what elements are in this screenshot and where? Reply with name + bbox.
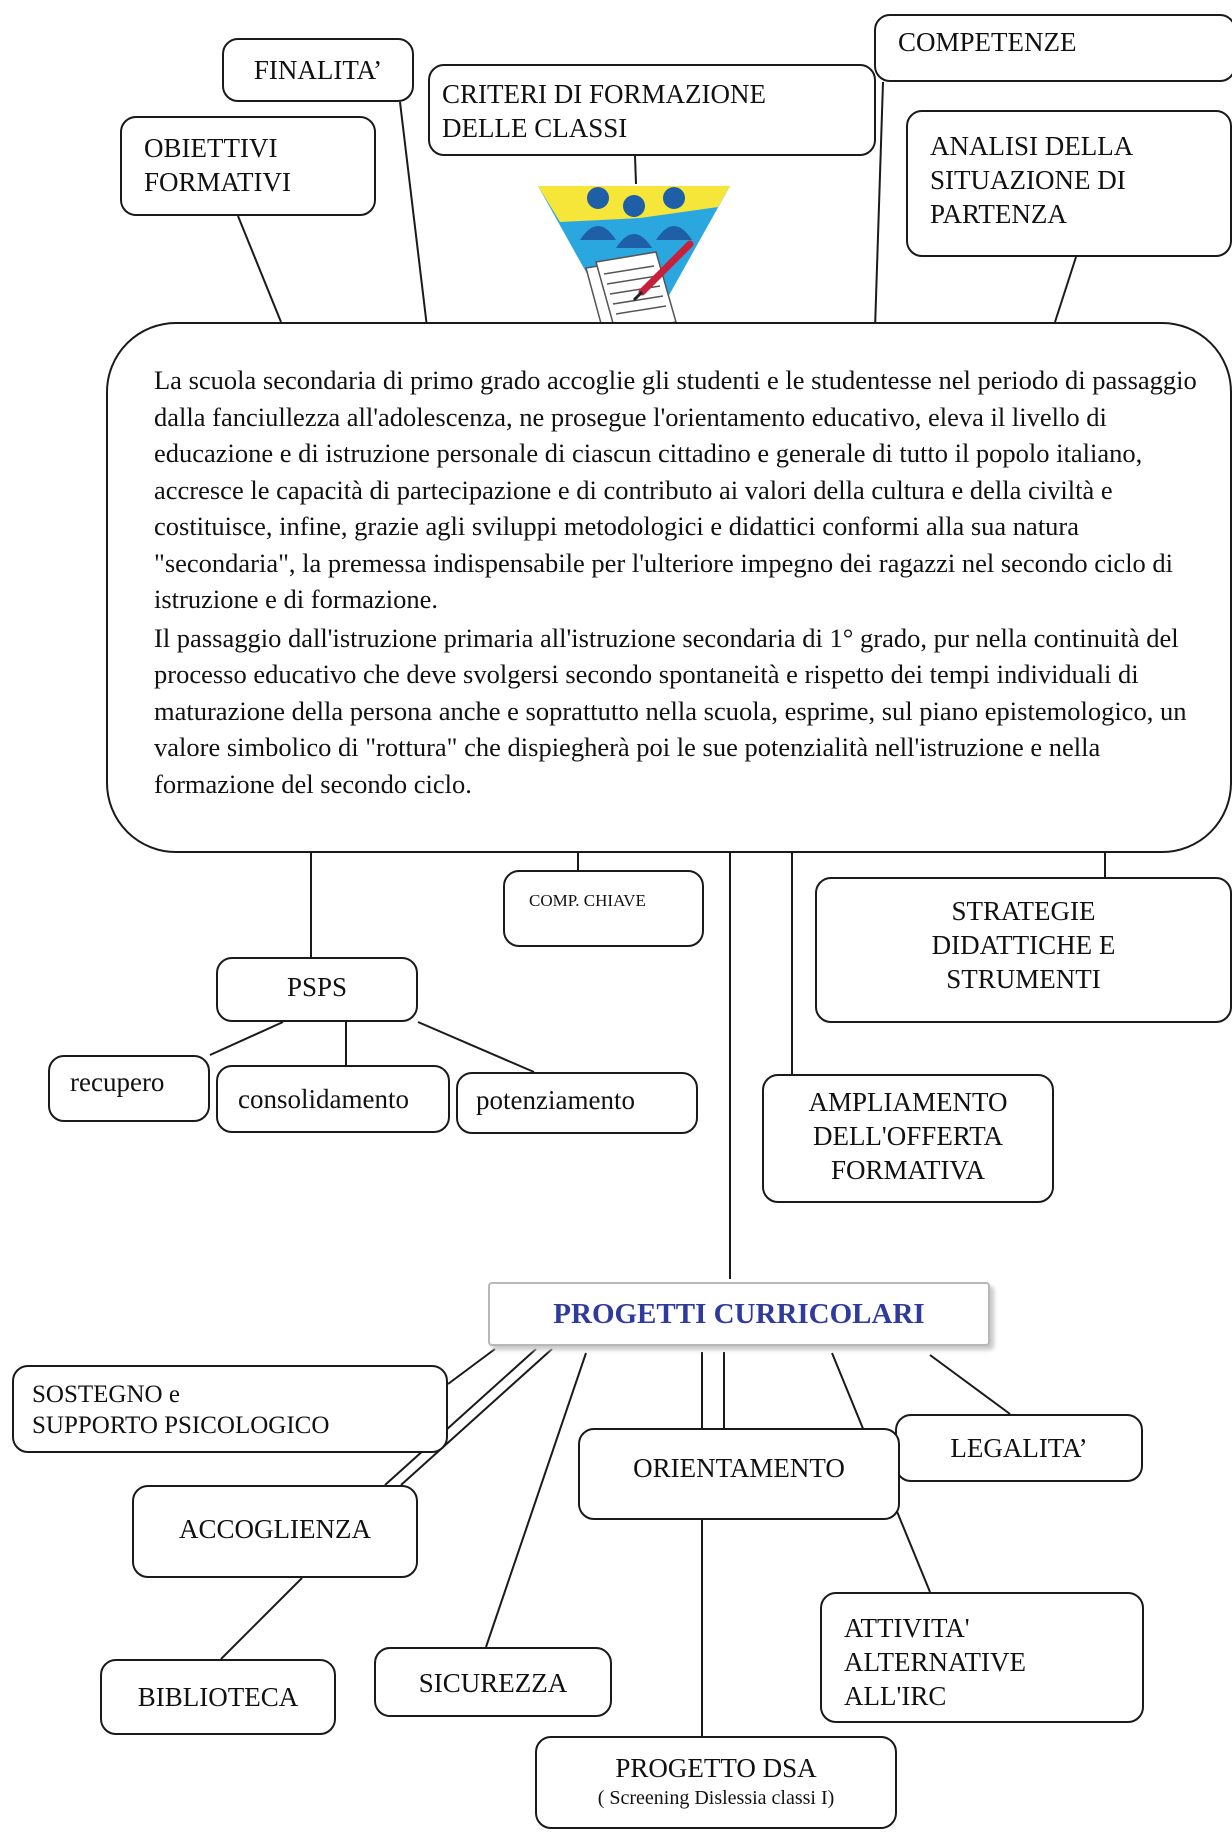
node-ampliamento-line1: AMPLIAMENTO	[808, 1087, 1008, 1117]
connector-accoglienza-a	[384, 1348, 537, 1486]
connector-sostegno	[447, 1348, 496, 1385]
node-consolidamento: consolidamento	[216, 1065, 450, 1133]
node-competenze: COMPETENZE	[874, 14, 1232, 82]
node-legalita-label: LEGALITA’	[950, 1433, 1088, 1463]
central-paragraph-1: La scuola secondaria di primo grado acco…	[154, 365, 1197, 614]
connector-sicurezza	[485, 1352, 587, 1648]
node-dsa-line2: ( Screening Dislessia classi I)	[597, 1786, 835, 1809]
node-comp-chiave: COMP. CHIAVE	[503, 870, 704, 947]
node-psps: PSPS	[216, 957, 418, 1022]
node-criteri: CRITERI DI FORMAZIONE DELLE CLASSI	[428, 64, 876, 156]
node-obiettivi-line2: FORMATIVI	[144, 166, 292, 197]
node-analisi-line2: SITUAZIONE DI	[930, 164, 1126, 195]
node-potenziamento: potenziamento	[456, 1072, 698, 1134]
central-paragraph-2: Il passaggio dall'istruzione primaria al…	[154, 622, 1187, 799]
node-attivita-alternative: ATTIVITA' ALTERNATIVE ALL'IRC	[820, 1592, 1144, 1723]
node-finalita: FINALITA’	[222, 38, 414, 102]
node-sicurezza-label: SICUREZZA	[418, 1668, 568, 1698]
node-sicurezza: SICUREZZA	[374, 1647, 612, 1717]
node-comp-chiave-label: COMP. CHIAVE	[529, 891, 646, 910]
connector-finalita	[399, 101, 428, 328]
central-description: La scuola secondaria di primo grado acco…	[106, 322, 1232, 853]
connector-analisi	[1054, 256, 1077, 323]
students-with-pen-and-paper-icon	[538, 186, 730, 358]
node-legalita: LEGALITA’	[895, 1414, 1143, 1482]
node-sostegno-line1: SOSTEGNO e	[32, 1381, 180, 1408]
node-strategie-line1: STRATEGIE	[951, 896, 1096, 926]
connector-criteri	[634, 155, 637, 185]
node-biblioteca-label: BIBLIOTECA	[137, 1682, 299, 1712]
node-analisi: ANALISI DELLA SITUAZIONE DI PARTENZA	[906, 110, 1232, 257]
connector-recupero	[209, 1021, 284, 1056]
node-progetti-curricolari-label: PROGETTI CURRICOLARI	[553, 1298, 925, 1330]
node-accoglienza-label: ACCOGLIENZA	[179, 1514, 371, 1544]
node-sostegno-line2: SUPPORTO PSICOLOGICO	[32, 1412, 330, 1440]
connector-legalita	[929, 1354, 1011, 1415]
connector-potenziamento	[417, 1021, 535, 1073]
node-finalita-label: FINALITA’	[253, 55, 383, 85]
node-criteri-line2: DELLE CLASSI	[442, 112, 628, 143]
node-biblioteca: BIBLIOTECA	[100, 1659, 336, 1735]
connector-obiettivi	[237, 215, 282, 323]
node-sostegno: SOSTEGNO e SUPPORTO PSICOLOGICO	[12, 1365, 448, 1453]
node-ampliamento: AMPLIAMENTO DELL'OFFERTA FORMATIVA	[762, 1074, 1054, 1203]
node-ampliamento-line3: FORMATIVA	[830, 1154, 986, 1185]
node-dsa-line1: PROGETTO DSA	[615, 1753, 817, 1783]
node-analisi-line3: PARTENZA	[930, 198, 1067, 229]
node-competenze-label: COMPETENZE	[898, 27, 1077, 57]
node-orientamento-label: ORIENTAMENTO	[633, 1453, 845, 1483]
connector-competenze	[874, 81, 884, 330]
node-attivita-line1: ATTIVITA'	[844, 1613, 970, 1643]
node-obiettivi-line1: OBIETTIVI	[144, 133, 278, 163]
node-criteri-line1: CRITERI DI FORMAZIONE	[442, 79, 766, 109]
node-orientamento: ORIENTAMENTO	[578, 1428, 900, 1520]
connector-biblioteca	[220, 1577, 303, 1660]
node-progetto-dsa: PROGETTO DSA ( Screening Dislessia class…	[535, 1736, 897, 1829]
node-strategie-line3: STRUMENTI	[946, 963, 1101, 994]
node-analisi-line1: ANALISI DELLA	[930, 131, 1134, 161]
node-recupero-label: recupero	[70, 1067, 165, 1097]
node-potenziamento-label: potenziamento	[476, 1085, 635, 1115]
node-strategie-line2: DIDATTICHE E	[931, 929, 1116, 960]
node-attivita-line2: ALTERNATIVE	[844, 1646, 1026, 1677]
node-obiettivi: OBIETTIVI FORMATIVI	[120, 116, 376, 216]
node-psps-label: PSPS	[286, 972, 348, 1002]
node-consolidamento-label: consolidamento	[238, 1084, 409, 1114]
connector-accoglienza-b	[400, 1348, 553, 1486]
node-accoglienza: ACCOGLIENZA	[132, 1485, 418, 1578]
node-ampliamento-line2: DELL'OFFERTA	[812, 1120, 1004, 1151]
node-progetti-curricolari: PROGETTI CURRICOLARI	[488, 1282, 990, 1346]
node-strategie: STRATEGIE DIDATTICHE E STRUMENTI	[815, 877, 1232, 1023]
node-attivita-line3: ALL'IRC	[844, 1680, 947, 1711]
node-recupero: recupero	[48, 1055, 210, 1122]
